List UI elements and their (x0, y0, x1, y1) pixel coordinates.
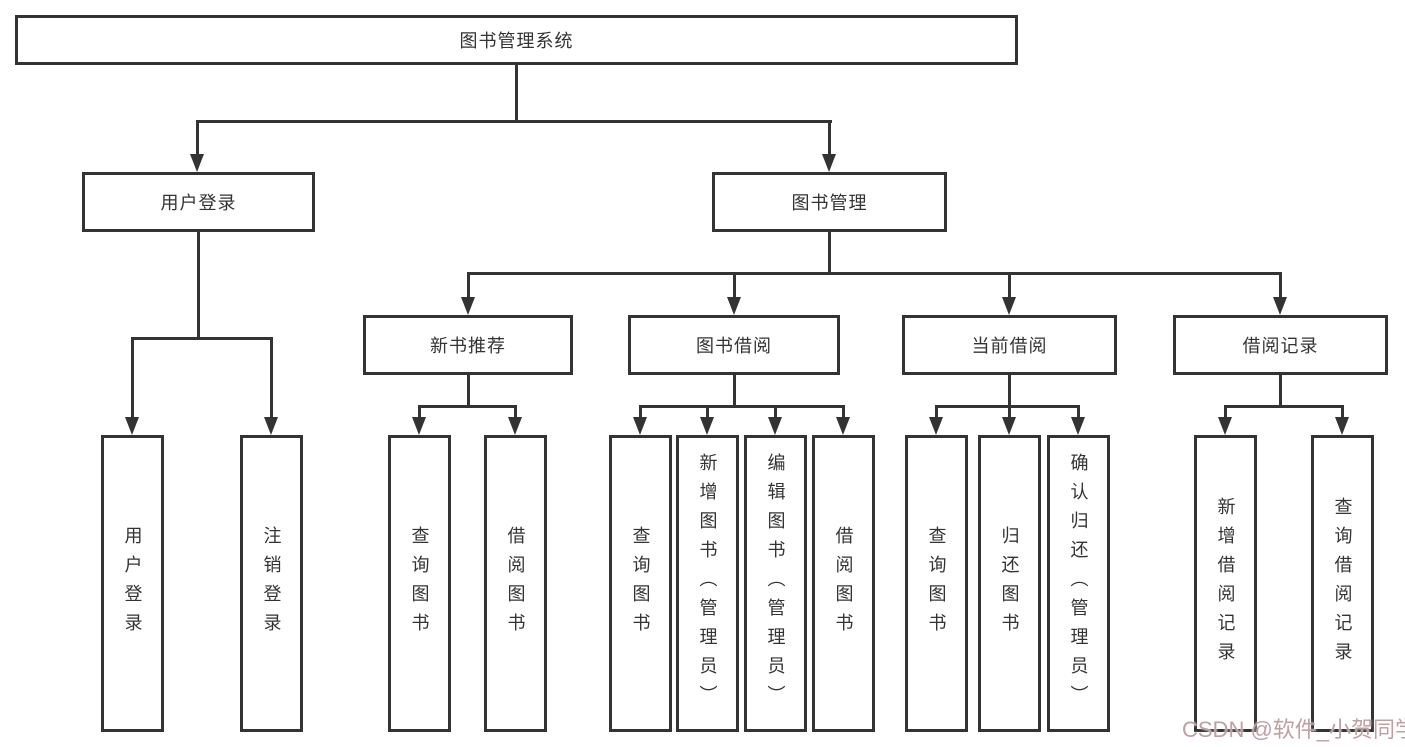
leaf-label: 借阅图书 (505, 525, 526, 642)
node-label: 图书借阅 (696, 336, 772, 356)
arrow-down-icon (727, 297, 741, 315)
connector-line (639, 405, 845, 408)
node-user-login: 用户登录 (82, 172, 315, 232)
node-label: 新书推荐 (430, 336, 506, 356)
leaf-label: 查询借阅记录 (1332, 496, 1353, 671)
connector-line (935, 405, 1080, 408)
leaf-label: 查询图书 (409, 525, 430, 642)
leaf-label: 查询图书 (926, 525, 947, 642)
arrow-down-icon (190, 154, 204, 172)
connector-line (639, 405, 642, 419)
leaf-edit-books-admin: 编辑图书（管理员） (744, 435, 807, 732)
arrow-down-icon (822, 154, 836, 172)
connector-line (1224, 405, 1344, 408)
connector-line (467, 375, 470, 405)
node-book-borrow: 图书借阅 (628, 315, 840, 375)
connector-line (1279, 272, 1282, 299)
node-book-management: 图书管理 (712, 172, 947, 232)
arrow-down-icon (1335, 417, 1349, 435)
leaf-borrow-books-1: 借阅图书 (484, 435, 547, 732)
leaf-return-books: 归还图书 (978, 435, 1041, 732)
connector-line (196, 120, 199, 156)
connector-line (514, 405, 517, 419)
connector-line (515, 65, 518, 120)
arrow-down-icon (1218, 417, 1232, 435)
arrow-down-icon (508, 417, 522, 435)
leaf-label: 编辑图书（管理员） (765, 453, 786, 714)
arrow-down-icon (1071, 417, 1085, 435)
connector-line (1008, 375, 1011, 405)
arrow-down-icon (633, 417, 647, 435)
arrow-down-icon (1002, 417, 1016, 435)
leaf-query-books-2: 查询图书 (609, 435, 672, 732)
node-label: 借阅记录 (1242, 336, 1319, 356)
connector-line (842, 405, 845, 419)
node-current-borrow: 当前借阅 (902, 315, 1117, 375)
csdn-watermark: CSDN @软件_小贺同学 (1182, 717, 1405, 742)
connector-line (196, 120, 832, 123)
leaf-label: 用户登录 (122, 525, 143, 642)
leaf-label: 确认归还（管理员） (1068, 453, 1089, 714)
arrow-down-icon (700, 417, 714, 435)
leaf-label: 借阅图书 (833, 525, 854, 642)
node-label: 图书管理 (791, 193, 868, 213)
leaf-logout: 注销登录 (240, 435, 303, 732)
leaf-add-books-admin: 新增图书（管理员） (676, 435, 739, 732)
connector-line (467, 272, 470, 299)
connector-line (828, 232, 831, 272)
connector-line (828, 120, 831, 156)
arrow-down-icon (1002, 297, 1016, 315)
connector-line (1008, 405, 1011, 419)
leaf-label: 归还图书 (999, 525, 1020, 642)
node-new-book-recommend: 新书推荐 (363, 315, 573, 375)
leaf-user-login: 用户登录 (101, 435, 164, 732)
leaf-query-borrow-record: 查询借阅记录 (1311, 435, 1374, 732)
connector-line (935, 405, 938, 419)
leaf-borrow-books-2: 借阅图书 (812, 435, 875, 732)
connector-line (131, 337, 134, 419)
node-borrow-records: 借阅记录 (1173, 315, 1388, 375)
arrow-down-icon (264, 417, 278, 435)
connector-line (1279, 375, 1282, 405)
connector-line (733, 375, 736, 405)
node-label: 图书管理系统 (459, 31, 574, 51)
connector-line (1341, 405, 1344, 419)
connector-line (1224, 405, 1227, 419)
leaf-add-borrow-record: 新增借阅记录 (1194, 435, 1257, 732)
leaf-label: 注销登录 (261, 525, 282, 642)
leaf-label: 新增借阅记录 (1215, 496, 1236, 671)
connector-line (418, 405, 421, 419)
connector-line (1008, 272, 1011, 299)
connector-line (733, 272, 736, 299)
connector-line (131, 337, 273, 340)
arrow-down-icon (125, 417, 139, 435)
arrow-down-icon (768, 417, 782, 435)
leaf-query-books-1: 查询图书 (388, 435, 451, 732)
leaf-confirm-return-admin: 确认归还（管理员） (1047, 435, 1110, 732)
arrow-down-icon (836, 417, 850, 435)
arrow-down-icon (1273, 297, 1287, 315)
connector-line (467, 272, 1282, 275)
arrow-down-icon (929, 417, 943, 435)
node-library-management-system: 图书管理系统 (15, 15, 1018, 65)
connector-line (270, 337, 273, 419)
node-label: 用户登录 (160, 193, 237, 213)
connector-line (418, 405, 517, 408)
connector-line (774, 405, 777, 419)
node-label: 当前借阅 (971, 336, 1048, 356)
leaf-query-books-3: 查询图书 (905, 435, 968, 732)
leaf-label: 新增图书（管理员） (697, 453, 718, 714)
arrow-down-icon (461, 297, 475, 315)
connector-line (197, 232, 200, 337)
leaf-label: 查询图书 (630, 525, 651, 642)
arrow-down-icon (412, 417, 426, 435)
connector-line (706, 405, 709, 419)
connector-line (1077, 405, 1080, 419)
